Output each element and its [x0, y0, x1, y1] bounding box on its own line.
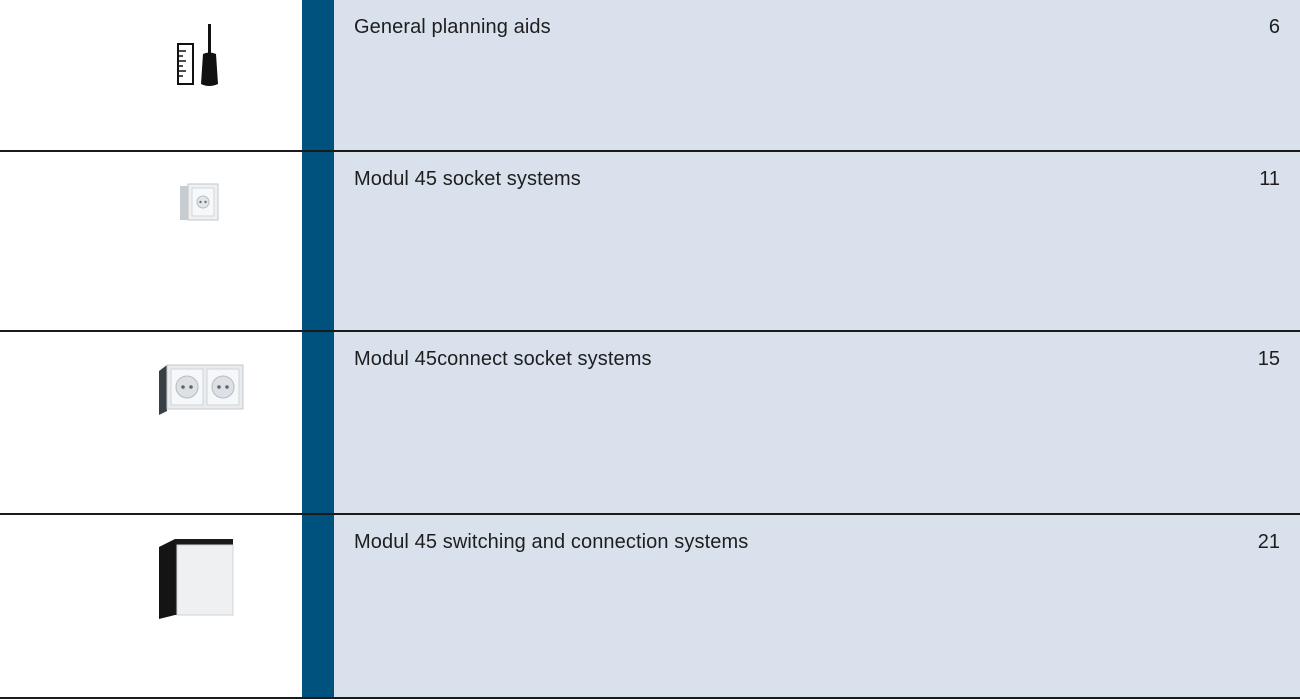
section-title[interactable]: General planning aids — [354, 16, 551, 38]
toc-row-modul-45connect-socket-systems[interactable]: Modul 45connect socket systems 15 — [0, 332, 1300, 515]
title-panel: General planning aids 6 — [334, 0, 1300, 150]
thumbnail-cell — [0, 515, 302, 697]
double-socket-icon — [155, 361, 247, 422]
thumbnail-cell — [0, 0, 302, 150]
ruler-screwdriver-icon — [176, 20, 224, 97]
switch-module-icon — [155, 537, 239, 626]
accent-bar — [302, 0, 334, 150]
page-number: 6 — [1268, 16, 1280, 38]
toc-row-modul-45-socket-systems[interactable]: Modul 45 socket systems 11 — [0, 152, 1300, 332]
single-socket-icon — [176, 180, 222, 231]
accent-bar — [302, 332, 334, 513]
title-panel: Modul 45connect socket systems 15 — [334, 332, 1300, 513]
toc-row-general-planning-aids[interactable]: General planning aids 6 — [0, 0, 1300, 152]
accent-bar — [302, 152, 334, 330]
thumbnail-cell — [0, 332, 302, 513]
section-title[interactable]: Modul 45 socket systems — [354, 168, 581, 190]
toc-row-modul-45-switching-and-connection-systems[interactable]: Modul 45 switching and connection system… — [0, 515, 1300, 699]
page-number: 11 — [1259, 168, 1280, 190]
section-title[interactable]: Modul 45 switching and connection system… — [354, 531, 749, 553]
title-panel: Modul 45 switching and connection system… — [334, 515, 1300, 697]
accent-bar — [302, 515, 334, 697]
page-number: 21 — [1257, 531, 1280, 553]
thumbnail-cell — [0, 152, 302, 330]
title-panel: Modul 45 socket systems 11 — [334, 152, 1300, 330]
section-title[interactable]: Modul 45connect socket systems — [354, 348, 652, 370]
page-number: 15 — [1257, 348, 1280, 370]
